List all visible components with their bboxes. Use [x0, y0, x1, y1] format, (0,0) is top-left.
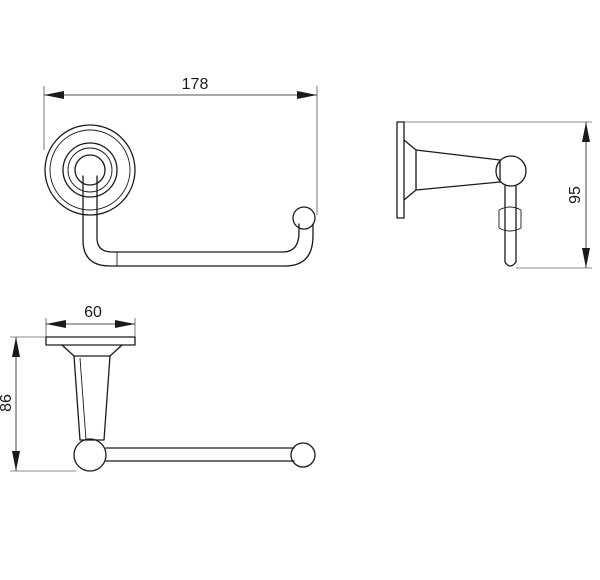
plan-post-highlight — [79, 357, 87, 441]
dim-arrow-left — [44, 91, 64, 99]
side-flange — [403, 139, 417, 201]
side-post — [415, 149, 501, 191]
front-view: 178 — [43, 76, 318, 267]
front-boss-outer — [67, 147, 113, 193]
dim-arrow-plan-top — [12, 337, 20, 357]
dim-label-depth: 60 — [84, 304, 102, 321]
side-arm-end — [504, 185, 517, 267]
plan-view: 60 86 — [0, 304, 316, 472]
front-rose-outer — [44, 124, 136, 216]
plan-end-ball — [290, 442, 316, 468]
side-view: 95 — [396, 121, 592, 269]
front-end-ball — [292, 206, 316, 230]
front-arm-outer — [82, 175, 314, 267]
dim-label-width: 178 — [182, 76, 209, 93]
dim-arrow-depth-right — [115, 320, 135, 328]
plan-knuckle — [73, 438, 107, 472]
side-wall-plate — [396, 121, 405, 219]
dim-arrow-right — [297, 91, 317, 99]
dim-arrow-top — [582, 122, 590, 142]
front-rose-ring — [49, 129, 131, 211]
side-knuckle — [495, 155, 527, 187]
front-rose-inner — [62, 142, 118, 198]
side-arm-ring — [498, 206, 522, 232]
dim-label-height-side: 95 — [567, 186, 584, 204]
front-boss-inner — [74, 154, 106, 186]
front-arm-inner — [96, 175, 300, 253]
plan-flange — [61, 344, 123, 357]
dim-arrow-depth-left — [46, 320, 66, 328]
dim-arrow-plan-bottom — [12, 451, 20, 471]
dim-label-height-plan: 86 — [0, 394, 15, 412]
dim-arrow-bottom — [582, 248, 590, 268]
plan-wall-plate — [45, 336, 136, 346]
plan-post — [73, 355, 111, 441]
